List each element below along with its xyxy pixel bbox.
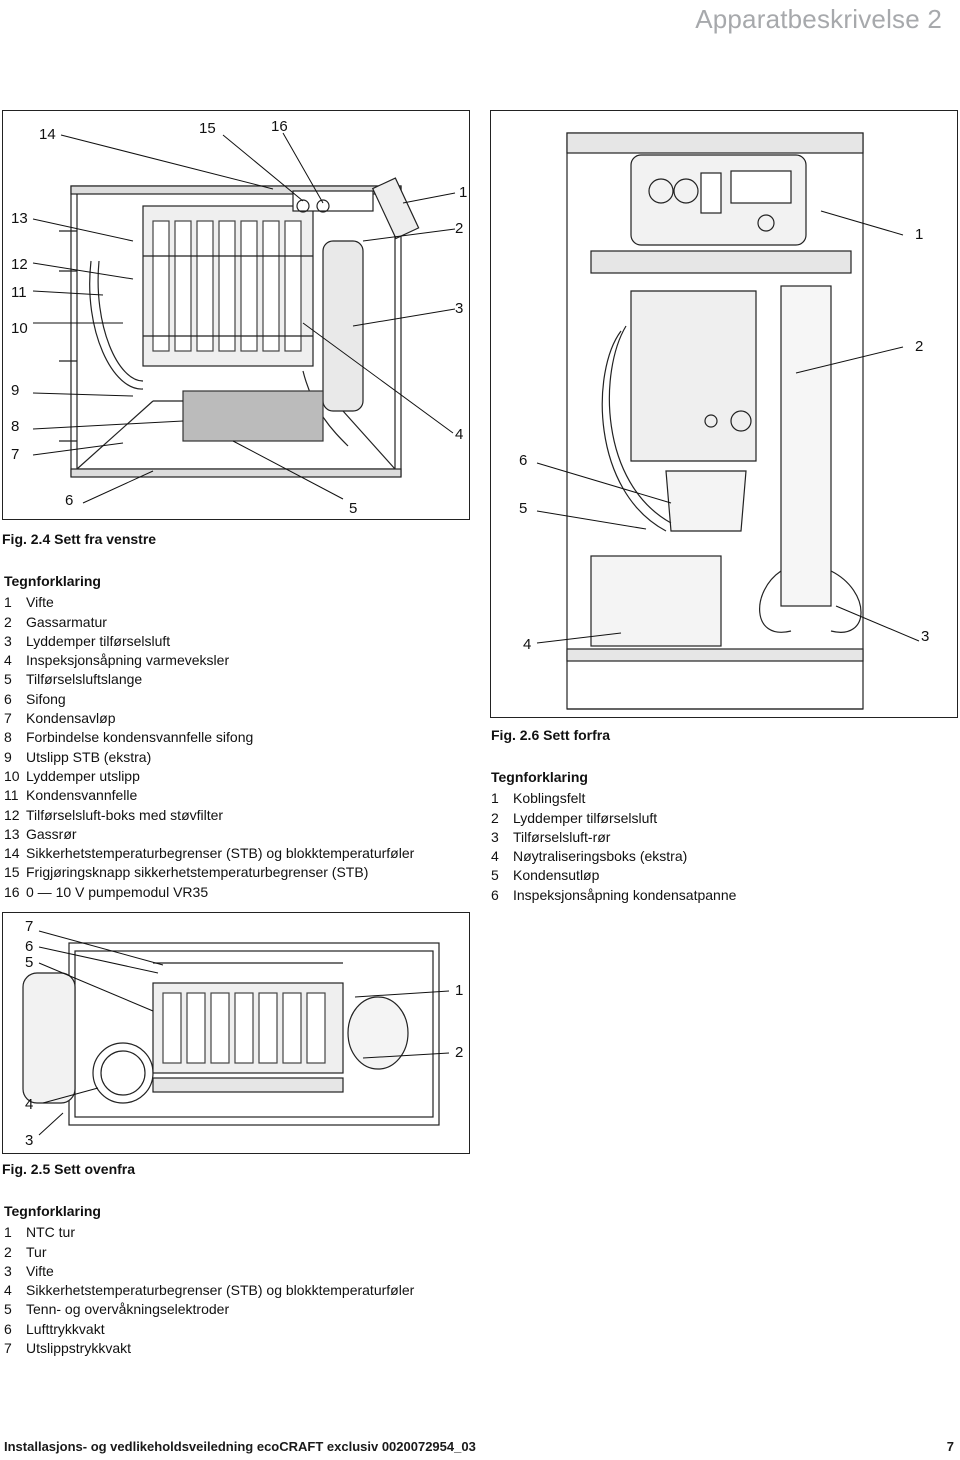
figure-2-6-drawing: 1 2 6 5 4 3 <box>490 110 958 718</box>
fig24-callout-10: 10 <box>11 320 28 337</box>
fig24-callout-11: 11 <box>11 284 27 301</box>
fig24-callout-4: 4 <box>455 426 464 443</box>
fig24-callout-16: 16 <box>271 118 288 135</box>
fig24-callout-5: 5 <box>349 500 358 517</box>
fig24-caption: Fig. 2.4 Sett fra venstre <box>2 531 157 547</box>
fig25-legend-title: Tegnforklaring <box>4 1203 101 1219</box>
fig25-callout-6: 6 <box>25 938 34 955</box>
fig26-caption: Fig. 2.6 Sett forfra <box>491 727 611 743</box>
fig24-callout-2: 2 <box>455 220 464 237</box>
fig24-callout-14: 14 <box>39 126 56 143</box>
figure-2-4-drawing: 14 15 16 1 13 2 12 11 3 10 9 8 4 7 6 5 <box>2 110 470 520</box>
fig26-legend-title: Tegnforklaring <box>491 769 588 785</box>
fig24-callout-13: 13 <box>11 210 28 227</box>
fig25-callout-1: 1 <box>455 982 464 999</box>
fig25-caption: Fig. 2.5 Sett ovenfra <box>2 1161 136 1177</box>
boiler-left-view-illustration <box>32 132 456 504</box>
fig24-callout-3: 3 <box>455 300 464 317</box>
fig26-callout-1: 1 <box>915 226 924 243</box>
page-header-title: Apparatbeskrivelse 2 <box>695 4 942 34</box>
fig26-callout-6: 6 <box>519 452 528 469</box>
boiler-top-view-illustration <box>22 930 450 1136</box>
fig24-callout-12: 12 <box>11 256 28 273</box>
fig25-callout-2: 2 <box>455 1044 464 1061</box>
fig26-callout-5: 5 <box>519 500 528 517</box>
fig24-callout-1: 1 <box>459 184 468 201</box>
fig24-legend-title: Tegnforklaring <box>4 573 101 589</box>
figure-2-5-drawing: 7 6 5 1 2 4 3 <box>2 912 470 1154</box>
fig24-callout-8: 8 <box>11 418 20 435</box>
fig24-callout-9: 9 <box>11 382 20 399</box>
fig26-callout-4: 4 <box>523 636 532 653</box>
fig25-callout-7: 7 <box>25 918 34 935</box>
fig25-callout-4: 4 <box>25 1096 34 1113</box>
footer-document-title: Installasjons- og vedlikeholdsveiledning… <box>4 1439 476 1454</box>
fig24-callout-7: 7 <box>11 446 20 463</box>
fig24-callout-15: 15 <box>199 120 216 137</box>
fig26-callout-2: 2 <box>915 338 924 355</box>
fig25-callout-5: 5 <box>25 954 34 971</box>
fig26-callout-3: 3 <box>921 628 930 645</box>
fig25-callout-3: 3 <box>25 1132 34 1149</box>
footer-page-number: 7 <box>946 1439 954 1454</box>
fig24-callout-6: 6 <box>65 492 74 509</box>
boiler-front-view-illustration <box>536 132 920 710</box>
